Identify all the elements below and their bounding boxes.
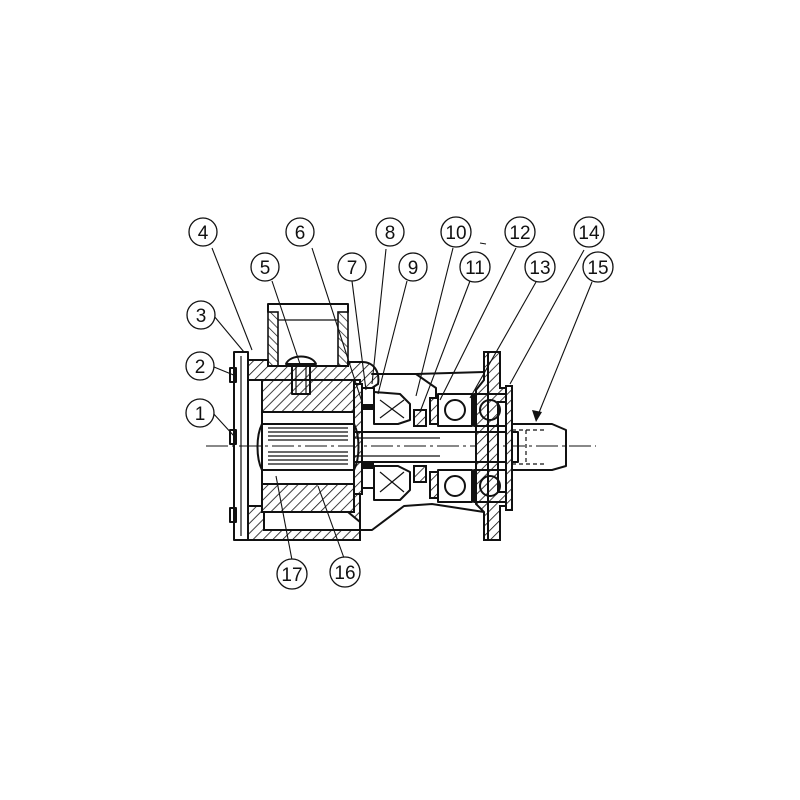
callout-4-label: 4 <box>198 223 209 244</box>
callout-12-label: 12 <box>509 223 530 244</box>
callout-6: 6 <box>285 217 315 247</box>
screw <box>285 355 317 395</box>
callout-16: 16 <box>329 556 361 588</box>
callout-4: 4 <box>188 217 218 247</box>
callout-17: 17 <box>276 558 308 590</box>
callout-14-label: 14 <box>578 223 600 244</box>
end-cover <box>229 351 249 541</box>
bearings <box>429 385 513 511</box>
callout-2: 2 <box>185 351 215 381</box>
callout-10: 10 <box>440 216 472 248</box>
shaft <box>353 423 567 471</box>
callout-6-label: 6 <box>295 223 306 244</box>
callout-15-label: 15 <box>587 258 608 279</box>
seal-assembly <box>353 383 427 501</box>
callout-8-label: 8 <box>385 223 396 244</box>
callout-16-label: 16 <box>334 563 355 584</box>
callout-13-label: 13 <box>529 258 550 279</box>
callout-7: 7 <box>337 252 367 282</box>
callout-3-label: 3 <box>196 306 207 327</box>
callout-1-label: 1 <box>195 404 206 425</box>
callout-5: 5 <box>250 252 280 282</box>
callout-8: 8 <box>375 217 405 247</box>
callout-12: 12 <box>504 216 536 248</box>
callout-10-label: 10 <box>445 223 466 244</box>
callout-9-label: 9 <box>408 258 419 279</box>
callout-7-label: 7 <box>347 258 358 279</box>
callout-bubbles: 1 2 3 4 5 6 7 8 9 10 11 12 13 14 15 16 1… <box>185 216 614 590</box>
callout-9: 9 <box>398 252 428 282</box>
callout-15: 15 <box>582 251 614 283</box>
impeller <box>256 379 360 513</box>
callout-14: 14 <box>573 216 605 248</box>
callout-5-label: 5 <box>260 258 271 279</box>
callout-3: 3 <box>186 300 216 330</box>
leader-lines <box>211 242 593 561</box>
callout-11: 11 <box>459 251 491 283</box>
callout-1: 1 <box>185 398 215 428</box>
callout-2-label: 2 <box>195 357 206 378</box>
callout-17-label: 17 <box>281 565 302 586</box>
callout-11-label: 11 <box>465 258 485 279</box>
callout-13: 13 <box>524 251 556 283</box>
